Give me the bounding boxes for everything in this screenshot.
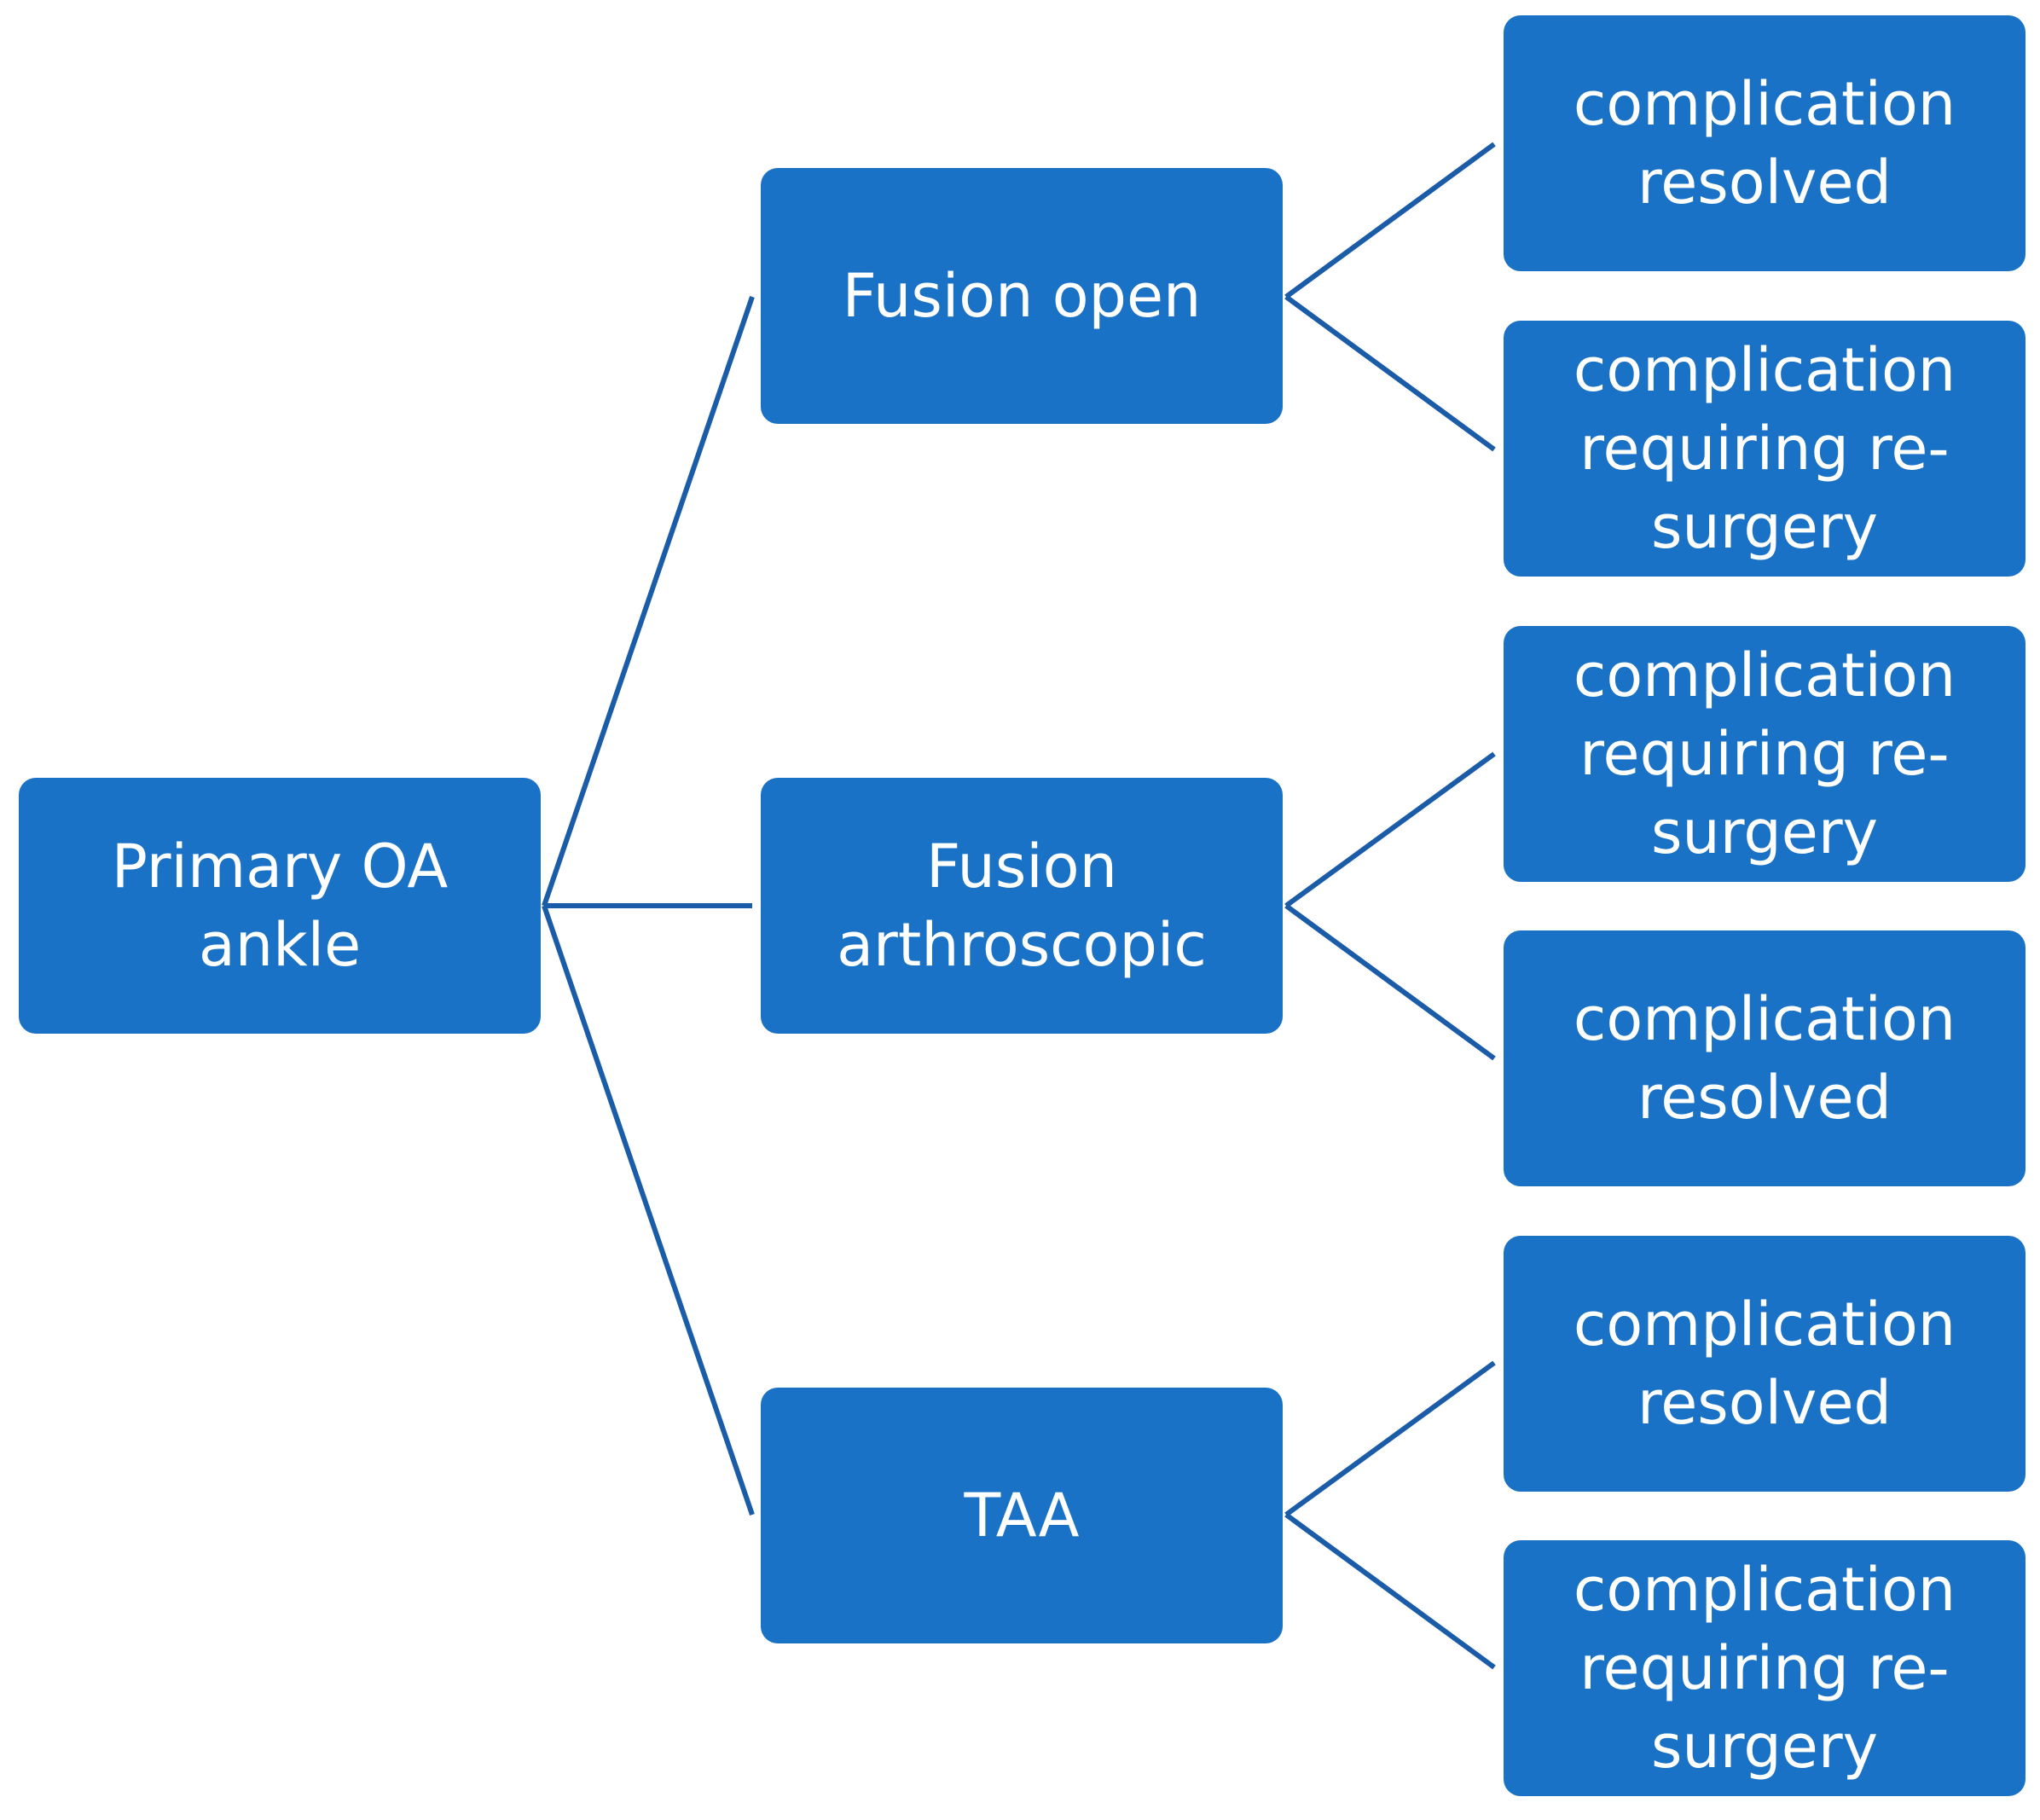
node-fusion-open-outcome-resurgery: complication requiring re- surgery — [1504, 321, 2026, 577]
node-fusion-open-outcome-resolved: complication resolved — [1504, 15, 2026, 271]
node-label: Fusion open — [842, 261, 1202, 331]
connector-root-to-fusion-open — [542, 296, 755, 907]
node-label: complication requiring re- surgery — [1573, 335, 1956, 562]
connector-taa-to-outcome-2 — [1284, 1512, 1496, 1670]
connector-fusion-arthroscopic-to-outcome-1 — [1284, 751, 1496, 908]
node-taa: TAA — [761, 1388, 1283, 1643]
node-fusion-open: Fusion open — [761, 168, 1283, 424]
connector-fusion-arthroscopic-to-outcome-2 — [1284, 903, 1496, 1061]
node-label: Fusion arthroscopic — [837, 832, 1207, 980]
node-label: complication resolved — [1573, 984, 1956, 1133]
node-label: TAA — [964, 1481, 1080, 1550]
node-label: complication resolved — [1573, 1290, 1956, 1438]
connector-fusion-open-to-outcome-1 — [1284, 142, 1496, 299]
node-label: Primary OA ankle — [111, 832, 449, 980]
node-label: complication requiring re- surgery — [1573, 640, 1956, 867]
node-taa-outcome-resurgery: complication requiring re- surgery — [1504, 1540, 2026, 1796]
node-label: complication resolved — [1573, 69, 1956, 217]
node-label: complication requiring re- surgery — [1573, 1555, 1956, 1782]
node-primary-oa-ankle: Primary OA ankle — [19, 778, 541, 1034]
connector-fusion-open-to-outcome-2 — [1284, 294, 1496, 452]
node-fusion-arthroscopic-outcome-resurgery: complication requiring re- surgery — [1504, 626, 2026, 882]
node-taa-outcome-resolved: complication resolved — [1504, 1236, 2026, 1492]
node-fusion-arthroscopic-outcome-resolved: complication resolved — [1504, 930, 2026, 1186]
node-fusion-arthroscopic: Fusion arthroscopic — [761, 778, 1283, 1034]
connector-taa-to-outcome-1 — [1284, 1360, 1496, 1517]
connector-root-to-taa — [542, 905, 755, 1516]
